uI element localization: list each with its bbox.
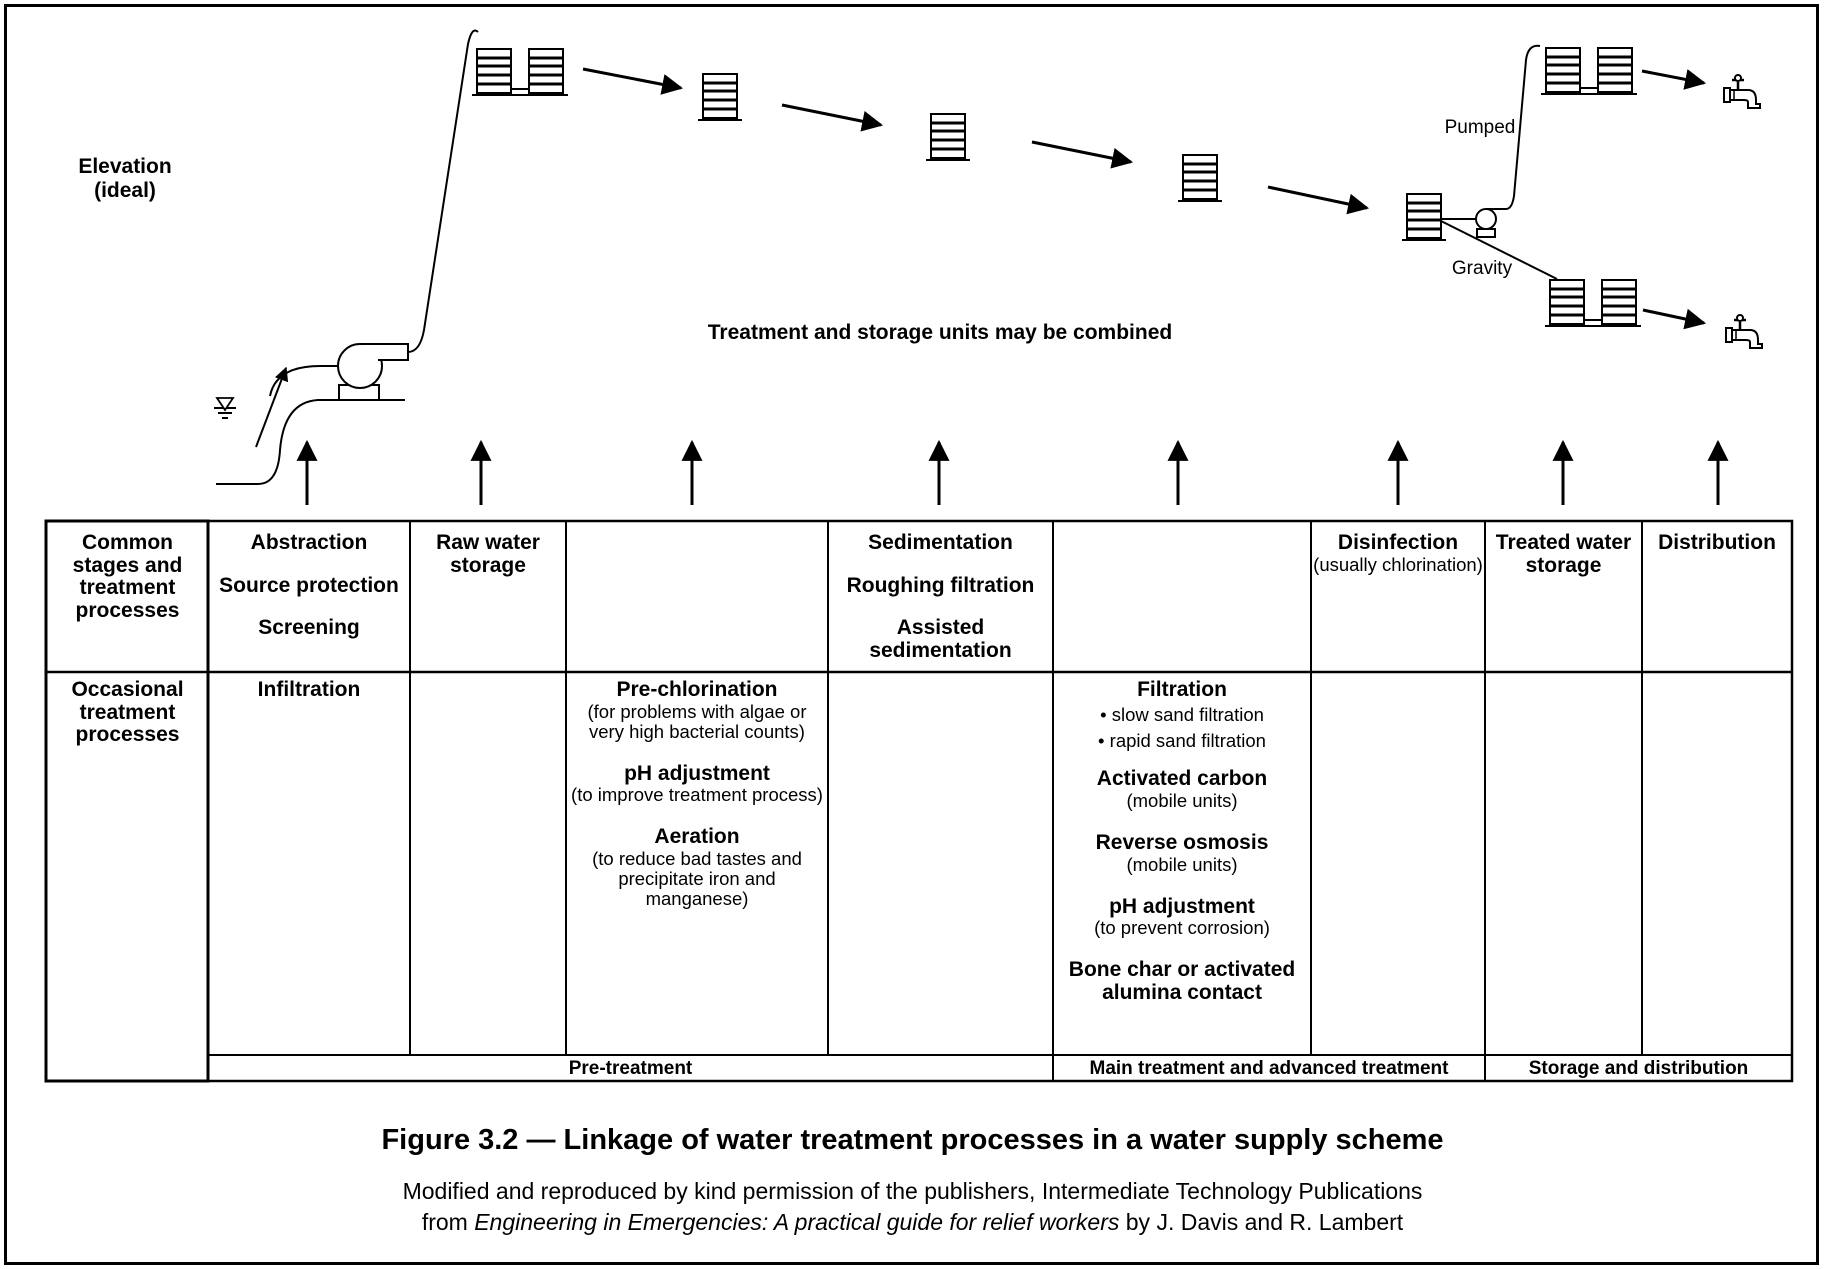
row-header-common: Common stages and treatment processes (72, 531, 183, 623)
pretreatment-tank (696, 72, 744, 122)
flow-arrow (1642, 308, 1707, 330)
tap-icon (1722, 73, 1762, 110)
cell-raw-water-storage: Raw water storage (436, 531, 540, 577)
stage-arrows (296, 439, 1729, 505)
flow-arrow (582, 67, 684, 95)
sedimentation-tank (924, 112, 972, 162)
cell-main-treatment-options: Filtration • slow sand filtration • rapi… (1055, 678, 1309, 1005)
gravity-label: Gravity (1451, 258, 1513, 279)
band-pre-treatment: Pre-treatment (568, 1058, 693, 1079)
elevation-label: Elevation (ideal) (78, 155, 172, 202)
bullet-rapid-sand: • rapid sand filtration (1098, 730, 1266, 752)
figure-caption: Figure 3.2 — Linkage of water treatment … (381, 1124, 1444, 1156)
cell-treated-water-storage: Treated water storage (1495, 531, 1632, 577)
row-header-occasional: Occasional treatment processes (71, 678, 184, 747)
combined-units-note: Treatment and storage units may be combi… (707, 321, 1173, 344)
flow-arrow (1641, 69, 1707, 90)
raw-water-storage-tanks (472, 49, 568, 95)
band-main-treatment: Main treatment and advanced treatment (1089, 1058, 1449, 1079)
cell-abstraction: Abstraction Source protection Screening (219, 531, 399, 640)
distribution-pump (1440, 44, 1558, 280)
flow-arrow (1031, 140, 1134, 169)
cell-distribution: Distribution (1658, 531, 1776, 554)
bullet-slow-sand: • slow sand filtration (1100, 703, 1264, 725)
intake-pump (269, 29, 479, 401)
disinfection-tank (1400, 192, 1448, 242)
treated-storage-tanks-pumped (1541, 48, 1637, 94)
band-storage-distribution: Storage and distribution (1528, 1058, 1749, 1079)
flow-arrow (1267, 185, 1370, 215)
figure-credit: Modified and reproduced by kind permissi… (402, 1178, 1423, 1236)
cell-pretreatment-options: Pre-chlorination (for problems with alga… (571, 678, 823, 909)
treated-storage-tanks-gravity (1545, 280, 1641, 326)
tap-icon (1724, 313, 1764, 350)
figure-frame (4, 4, 1819, 1265)
flow-arrow (781, 103, 884, 132)
process-table-grid (44, 519, 1794, 1083)
cell-sedimentation: Sedimentation Roughing filtration Assist… (846, 531, 1035, 663)
intake-arrow (255, 366, 289, 448)
filtration-tank (1176, 153, 1224, 203)
cell-disinfection: Disinfection (usually chlorination) (1313, 531, 1483, 575)
cell-infiltration: Infiltration (257, 678, 361, 701)
pumped-label: Pumped (1444, 117, 1516, 138)
water-source (214, 397, 405, 485)
